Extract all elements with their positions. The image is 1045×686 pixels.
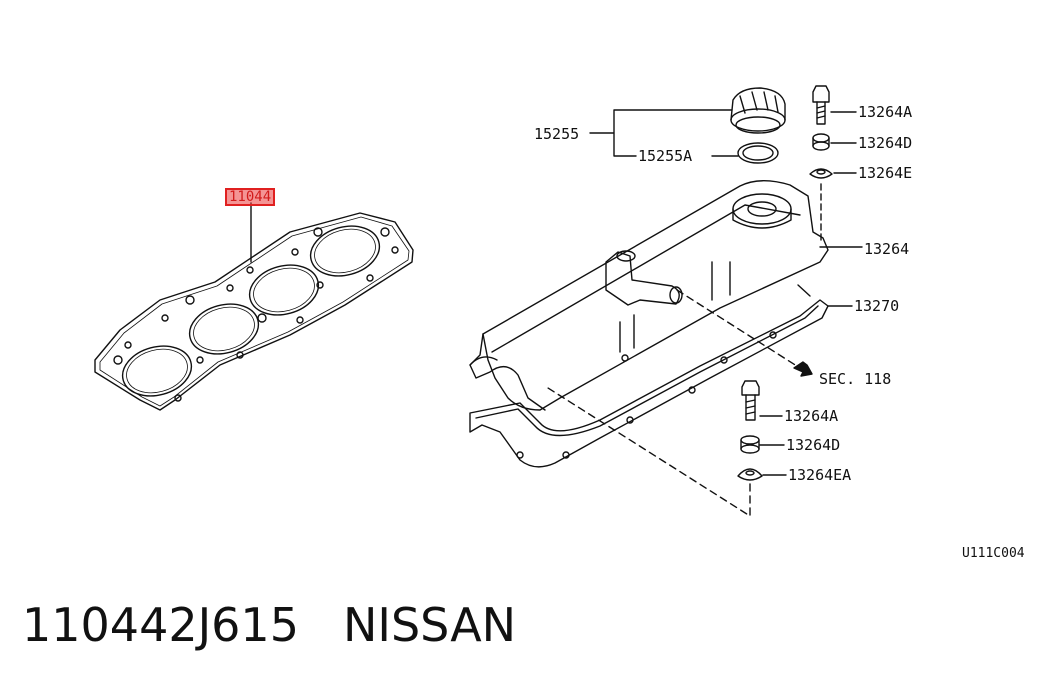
part-caption: 110442J615 NISSAN: [22, 598, 516, 652]
washer-top-d-part[interactable]: [812, 133, 830, 151]
label-oil-cap-seal[interactable]: 15255A: [638, 147, 693, 165]
label-washer-bottom-ea[interactable]: 13264EA: [788, 466, 852, 484]
bolt-top-part[interactable]: [812, 85, 830, 125]
label-bolt-bottom[interactable]: 13264A: [784, 407, 839, 425]
label-washer-top-e[interactable]: 13264E: [858, 164, 913, 182]
oil-cap-seal-part[interactable]: [737, 142, 779, 164]
label-rocker-cover[interactable]: 13264: [864, 240, 910, 258]
washer-top-e-part[interactable]: [809, 168, 833, 179]
section-arrow-icon: [793, 361, 813, 377]
washer-bottom-ea-part[interactable]: [737, 468, 763, 481]
washer-bottom-d-part[interactable]: [740, 435, 760, 454]
part-number: 110442J615: [22, 598, 299, 652]
label-head-gasket[interactable]: 11044: [225, 188, 276, 206]
parts-diagram: [94, 85, 863, 517]
label-bolt-top[interactable]: 13264A: [858, 103, 913, 121]
oil-filler-cap-part[interactable]: [730, 87, 786, 134]
rocker-cover-gasket-part[interactable]: [469, 284, 829, 468]
bolt-bottom-part[interactable]: [741, 380, 760, 421]
label-washer-bottom-d[interactable]: 13264D: [786, 436, 841, 454]
head-gasket-part[interactable]: [94, 212, 414, 411]
label-cover-gasket[interactable]: 13270: [854, 297, 900, 315]
label-washer-top-d[interactable]: 13264D: [858, 134, 913, 152]
label-section-ref[interactable]: SEC. 118: [819, 370, 892, 388]
rocker-cover-part[interactable]: [469, 180, 829, 459]
label-oil-cap[interactable]: 15255: [534, 125, 580, 143]
figure-code: U111C004: [962, 546, 1025, 561]
brand-name: NISSAN: [342, 598, 517, 652]
